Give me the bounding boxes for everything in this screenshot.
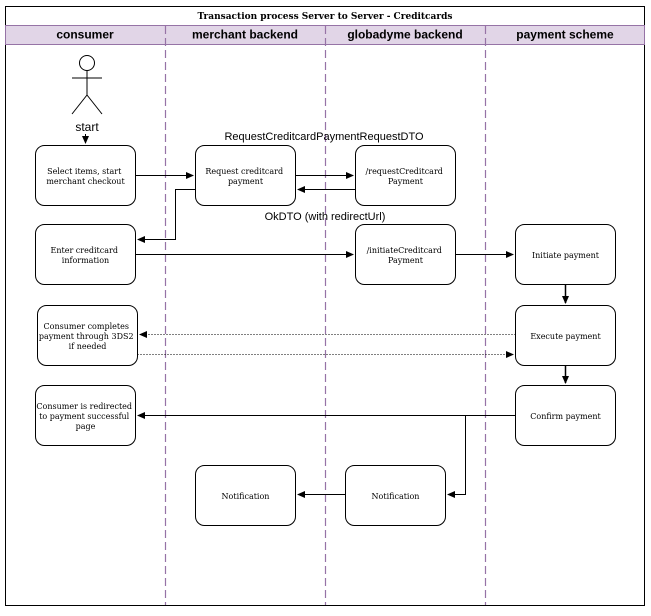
- pool-frame: [5, 6, 645, 606]
- node-consumer-redirected: [35, 385, 136, 446]
- node-notification-merchant-label: Notification: [222, 492, 270, 501]
- node-consumer-completes: [37, 305, 138, 366]
- node-request-payment-label: Request creditcard payment: [205, 167, 285, 186]
- node-request-creditcard-payment-label: /requestCreditcard Payment: [366, 167, 446, 186]
- edge-request-to-enter-card: [137, 189, 196, 243]
- node-consumer-redirected-label: Consumer is redirected to payment succes…: [36, 402, 134, 431]
- lane-title-merchant-backend: merchant backend: [192, 28, 298, 42]
- diagram-title: Transaction process Server to Server - C…: [198, 12, 453, 22]
- consumer-actor-icon: [71, 55, 103, 115]
- edge-label-ok-dto: OkDTO (with redirectUrl): [265, 211, 386, 223]
- node-initiate-payment-label: Initiate payment: [532, 251, 600, 260]
- lane-title-globadyme-backend: globadyme backend: [347, 28, 462, 42]
- node-confirm-payment-label: Confirm payment: [530, 412, 601, 421]
- start-label: start: [75, 120, 99, 134]
- node-enter-creditcard-label: Enter creditcard information: [51, 246, 121, 265]
- node-execute-payment-label: Execute payment: [530, 332, 601, 341]
- node-notification-globadyme-label: Notification: [372, 492, 420, 501]
- lane-title-payment-scheme: payment scheme: [516, 28, 614, 42]
- node-notification-globadyme: [345, 465, 446, 526]
- node-initiate-creditcard-payment-label: /initiateCreditcard Payment: [367, 246, 445, 265]
- node-notification-merchant: [195, 465, 296, 526]
- edge-label-request-dto: RequestCreditcardPaymentRequestDTO: [224, 131, 424, 143]
- node-consumer-completes-label: Consumer completes payment through 3DS2 …: [39, 322, 136, 351]
- node-select-items-label: Select items, start merchant checkout: [46, 167, 125, 186]
- lane-title-consumer: consumer: [56, 28, 114, 42]
- node-request-creditcard-payment: [355, 145, 456, 206]
- edge-confirm-to-notification: [447, 415, 516, 498]
- lane-dividers: [164, 26, 487, 605]
